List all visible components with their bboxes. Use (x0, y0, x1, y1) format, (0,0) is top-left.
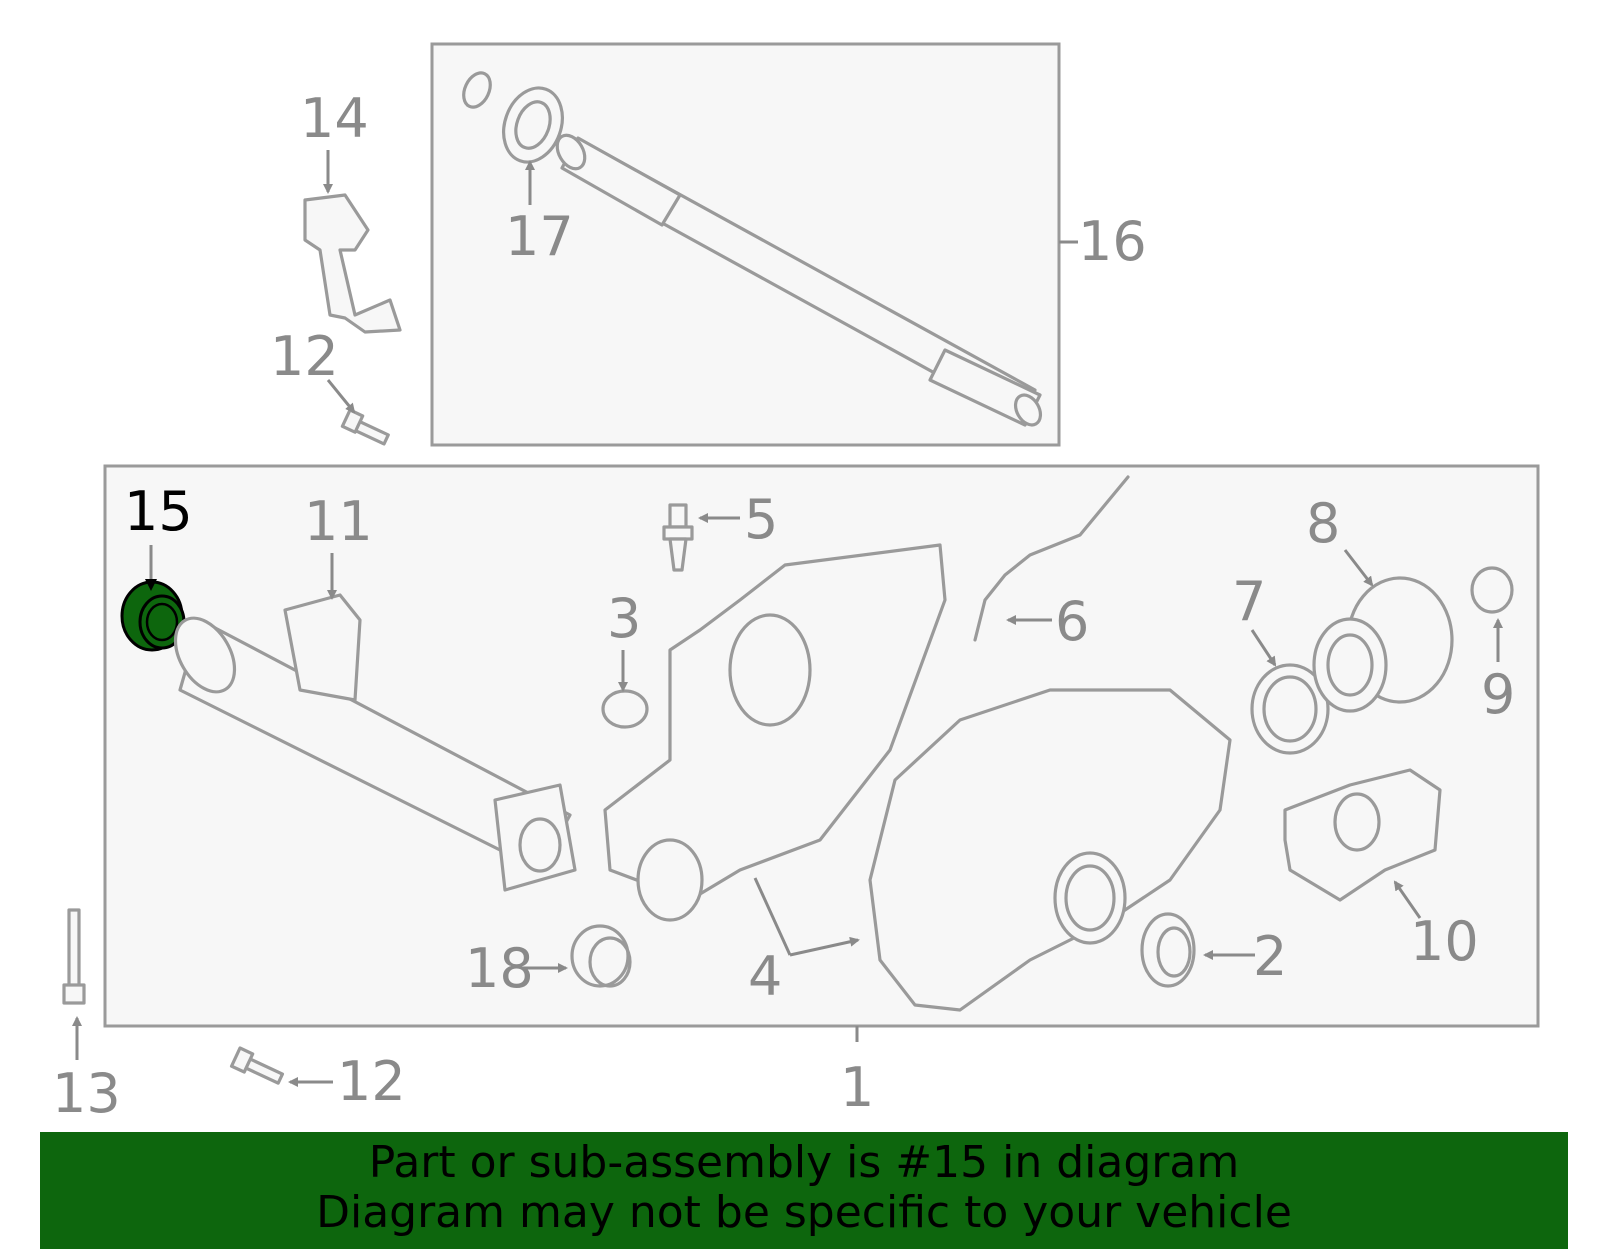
washer-part-9[interactable] (1470, 566, 1514, 614)
callout-14: 14 (300, 87, 369, 150)
banner-line-disclaimer: Diagram may not be specific to your vehi… (316, 1187, 1292, 1238)
carrier-housing-part-1[interactable] (868, 688, 1232, 1012)
banner-line-part: Part or sub-assembly is #15 in diagram (368, 1137, 1240, 1188)
callout-10: 10 (1410, 910, 1479, 973)
callout-1: 1 (840, 1056, 874, 1119)
leader-4b (789, 936, 860, 957)
callout-17: 17 (505, 205, 574, 268)
callout-11: 11 (304, 490, 373, 553)
callout-7: 7 (1232, 570, 1266, 633)
leader-12a (326, 379, 356, 414)
callout-12-lower: 12 (337, 1050, 406, 1113)
part-info-banner: Part or sub-assembly is #15 in diagram D… (40, 1132, 1568, 1249)
housing-cover-part-4[interactable] (603, 543, 947, 922)
leader-7 (1250, 629, 1277, 667)
mount-part-10[interactable] (1283, 768, 1442, 902)
callout-18: 18 (465, 937, 534, 1000)
leader-8 (1343, 549, 1374, 587)
breather-tube-part-6[interactable] (973, 475, 1130, 642)
callout-4: 4 (748, 945, 782, 1008)
o-ring[interactable] (459, 69, 496, 112)
bolt-part-13[interactable] (62, 908, 86, 1005)
callout-15: 15 (124, 480, 193, 543)
seal-part-17[interactable] (494, 80, 573, 171)
seal-part-7[interactable] (1250, 663, 1330, 755)
callout-8: 8 (1306, 492, 1340, 555)
leader-10 (1393, 880, 1422, 919)
bracket-part-14[interactable] (303, 193, 402, 334)
callout-3: 3 (607, 587, 641, 650)
bushing-part-18[interactable] (570, 924, 632, 988)
callout-9: 9 (1481, 663, 1515, 726)
callout-13: 13 (52, 1062, 121, 1125)
axle-shaft-part-16[interactable] (552, 130, 1046, 429)
callout-16: 16 (1078, 210, 1147, 273)
callout-5: 5 (744, 488, 778, 551)
plug-part-3[interactable] (601, 689, 649, 729)
leader-4 (753, 877, 792, 956)
bolt-part-12-lower[interactable] (229, 1046, 285, 1085)
seal-part-2[interactable] (1140, 912, 1196, 988)
vent-plug-part-5[interactable] (662, 503, 694, 572)
bolt-part-12-upper[interactable] (340, 408, 390, 446)
callout-2: 2 (1253, 925, 1287, 988)
side-cover-part-8[interactable] (1312, 576, 1454, 713)
callout-12-upper: 12 (270, 325, 339, 388)
callout-6: 6 (1055, 590, 1089, 653)
